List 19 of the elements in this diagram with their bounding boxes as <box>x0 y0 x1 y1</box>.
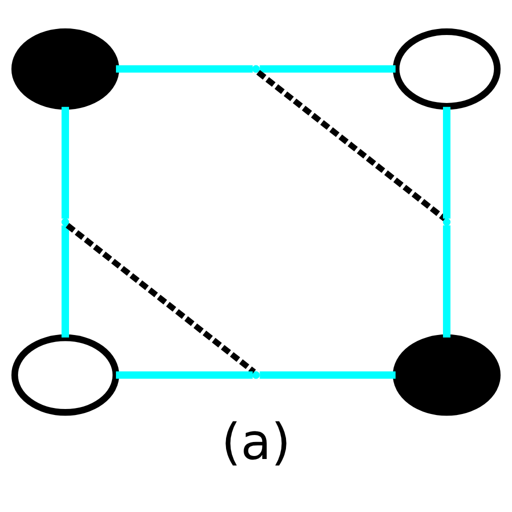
connector <box>442 225 450 338</box>
caption: (a) <box>221 412 291 471</box>
connector <box>442 106 450 219</box>
connector <box>116 371 253 379</box>
connector <box>260 371 396 379</box>
connector <box>260 65 396 73</box>
node-point <box>61 218 70 226</box>
node-point <box>442 218 451 226</box>
node-ellipse <box>11 28 120 110</box>
connector <box>66 223 256 374</box>
connector <box>62 106 70 219</box>
node-point <box>252 65 260 73</box>
connector <box>256 70 447 222</box>
node-ellipse <box>392 28 501 110</box>
node-ellipse <box>11 334 120 416</box>
node-ellipse <box>392 334 501 416</box>
node-point <box>252 371 260 379</box>
connector <box>116 65 253 73</box>
connector <box>62 225 70 338</box>
